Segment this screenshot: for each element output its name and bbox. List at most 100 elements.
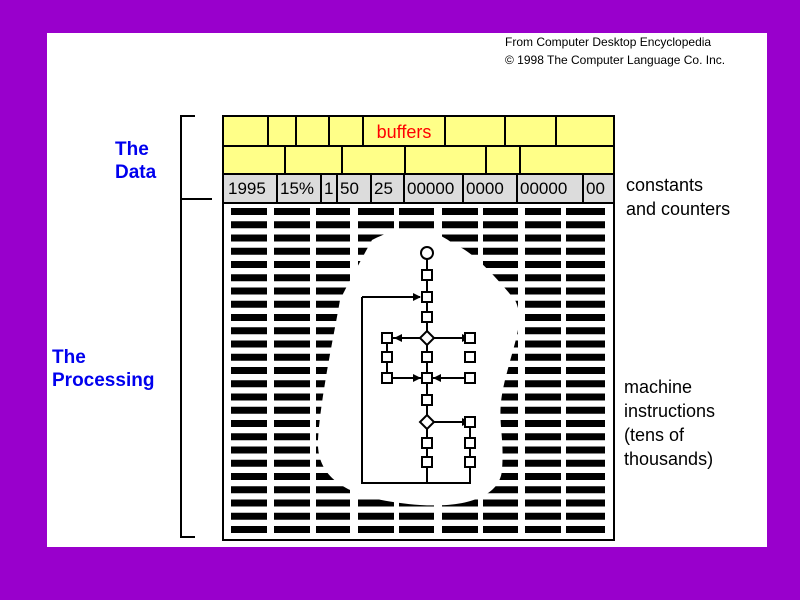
flowchart-step xyxy=(421,394,433,406)
instruction-bar xyxy=(231,393,267,401)
instruction-bar xyxy=(274,247,310,255)
flowchart-step xyxy=(464,351,476,363)
instruction-bar xyxy=(274,393,310,401)
flowchart-step xyxy=(464,437,476,449)
instruction-bar xyxy=(231,327,267,335)
instruction-bar xyxy=(566,433,605,441)
instruction-bar xyxy=(316,300,350,308)
instruction-bar xyxy=(566,380,605,388)
instruction-bar xyxy=(316,221,350,229)
instruction-bar xyxy=(231,274,267,282)
flowchart-step xyxy=(421,456,433,468)
instruction-bar xyxy=(566,499,605,507)
flowchart-step xyxy=(421,372,433,384)
instruction-bar xyxy=(316,208,350,215)
instruction-bar xyxy=(274,406,310,414)
instruction-bar xyxy=(525,526,561,533)
constant-value: 0000 xyxy=(466,179,504,198)
instruction-bar xyxy=(525,300,561,308)
instruction-bar xyxy=(231,261,267,268)
instruction-bar xyxy=(316,287,350,295)
constant-value: 00 xyxy=(586,179,605,198)
instruction-bar xyxy=(525,446,561,454)
instruction-bar xyxy=(231,314,267,321)
instruction-bar xyxy=(525,459,561,467)
instruction-bar xyxy=(316,486,350,494)
instruction-bar xyxy=(525,512,561,520)
instruction-bar xyxy=(358,499,394,507)
flowchart-step xyxy=(464,416,476,428)
instruction-bar xyxy=(274,459,310,467)
instruction-bar xyxy=(358,512,394,520)
processing-label-line: Processing xyxy=(52,370,155,391)
instruction-bar xyxy=(525,261,561,268)
instruction-bar xyxy=(483,274,518,282)
instruction-bar xyxy=(566,353,605,361)
instruction-bar xyxy=(566,234,605,242)
instruction-bar xyxy=(274,486,310,494)
data-label: The Data xyxy=(115,138,156,184)
instruction-bar xyxy=(274,353,310,361)
note-line: constants xyxy=(626,175,704,195)
instruction-bar xyxy=(566,287,605,295)
instruction-bar xyxy=(566,393,605,401)
instruction-bar xyxy=(483,261,518,268)
instruction-bar xyxy=(483,499,518,507)
instruction-bar xyxy=(231,221,267,229)
buffer-row-1: buffers xyxy=(224,117,613,147)
note-line: machine xyxy=(624,377,693,397)
instruction-bar xyxy=(566,261,605,268)
flowchart-step xyxy=(421,311,433,323)
instruction-bar xyxy=(566,459,605,467)
instruction-bar xyxy=(566,247,605,255)
instruction-bar xyxy=(566,340,605,348)
instruction-bar xyxy=(231,526,267,533)
instruction-bar xyxy=(231,208,267,215)
instruction-bar xyxy=(525,221,561,229)
instruction-bar xyxy=(231,287,267,295)
processing-label: The Processing xyxy=(52,346,154,392)
instruction-bar xyxy=(525,406,561,414)
instruction-bar xyxy=(399,208,434,215)
note-line: thousands) xyxy=(624,449,714,469)
instruction-bar xyxy=(358,208,394,215)
note-line: (tens of xyxy=(624,425,685,445)
instruction-bar xyxy=(274,287,310,295)
instruction-bar xyxy=(231,446,267,454)
instruction-bar xyxy=(274,314,310,321)
instruction-bar xyxy=(566,473,605,480)
instruction-bar xyxy=(399,526,434,533)
instruction-bar xyxy=(274,221,310,229)
flowchart-step xyxy=(421,437,433,449)
instruction-bar xyxy=(483,526,518,533)
instruction-bar xyxy=(274,526,310,533)
instruction-bar xyxy=(442,526,478,533)
instruction-bar xyxy=(316,526,350,533)
buffer-row-2 xyxy=(224,147,613,175)
instruction-bar xyxy=(566,486,605,494)
instruction-bar xyxy=(525,473,561,480)
instruction-bar xyxy=(525,327,561,335)
constant-value: 15% xyxy=(280,179,315,198)
flowchart-step xyxy=(464,372,476,384)
instruction-bar xyxy=(231,247,267,255)
constant-value: 00000 xyxy=(407,179,455,198)
data-label-line: The xyxy=(115,139,149,160)
flowchart-step xyxy=(421,351,433,363)
instruction-bar xyxy=(525,208,561,215)
credit-line-2: © 1998 The Computer Language Co. Inc. xyxy=(505,53,726,67)
instruction-bar xyxy=(525,287,561,295)
constant-value: 50 xyxy=(340,179,359,198)
instruction-bar xyxy=(274,380,310,388)
instruction-bar xyxy=(231,433,267,441)
instruction-bar xyxy=(231,459,267,467)
instruction-bar xyxy=(525,274,561,282)
instruction-bar xyxy=(566,512,605,520)
data-label-line: Data xyxy=(115,162,157,183)
instruction-bar xyxy=(525,393,561,401)
instruction-bar xyxy=(274,512,310,520)
note-line: and counters xyxy=(626,199,731,219)
